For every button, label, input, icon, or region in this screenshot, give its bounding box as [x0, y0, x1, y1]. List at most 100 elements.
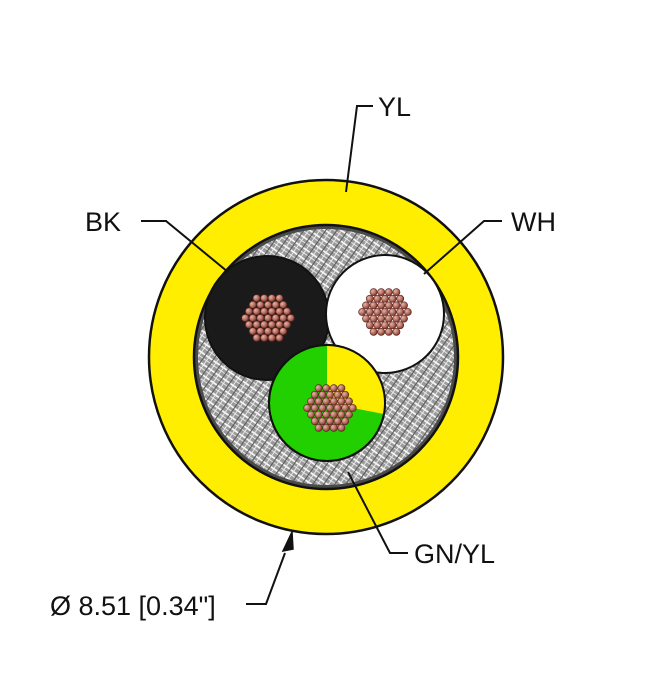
copper-strand — [329, 423, 338, 432]
copper-strand — [248, 314, 257, 322]
copper-strand — [396, 321, 405, 330]
copper-strand — [279, 314, 288, 322]
label-gnyl: GN/YL — [414, 539, 495, 569]
copper-strand — [369, 314, 378, 323]
copper-strand — [388, 321, 397, 330]
copper-strand — [275, 294, 284, 303]
copper-strand — [358, 308, 367, 316]
copper-strand — [369, 301, 378, 310]
copper-strand — [381, 294, 389, 303]
copper-strand — [283, 307, 291, 316]
copper-strand — [271, 327, 280, 336]
copper-strand — [307, 410, 315, 419]
label-bk: BK — [85, 207, 121, 237]
copper-strand — [314, 410, 323, 419]
copper-strand — [303, 404, 312, 412]
conductor-black — [204, 255, 330, 381]
copper-strand — [333, 417, 342, 426]
copper-strand — [241, 314, 250, 322]
copper-strand — [396, 308, 405, 316]
copper-strand — [310, 390, 319, 399]
copper-strand — [279, 327, 288, 336]
copper-strand — [271, 300, 280, 309]
conductor-ground — [268, 344, 386, 462]
copper-strand — [322, 423, 331, 432]
copper-strand — [326, 417, 334, 426]
copper-strand — [271, 314, 280, 322]
copper-strand — [326, 390, 334, 399]
copper-strand — [318, 390, 327, 399]
copper-strand — [365, 321, 374, 330]
copper-strand — [392, 288, 401, 297]
copper-strand — [307, 397, 315, 406]
copper-strand — [260, 333, 269, 342]
leader-lines — [141, 105, 502, 605]
copper-strand — [377, 314, 386, 323]
copper-strand — [388, 294, 397, 303]
copper-strand — [369, 288, 378, 297]
leader-bk — [141, 220, 229, 273]
copper-strand — [256, 300, 265, 309]
copper-strand-bundle-icon — [358, 288, 412, 336]
copper-strand — [381, 308, 389, 316]
copper-strand — [329, 410, 338, 419]
copper-strand — [384, 327, 393, 336]
copper-strand — [252, 294, 261, 303]
copper-strand — [260, 307, 269, 316]
copper-strand — [348, 404, 357, 412]
yellow-stripe — [327, 345, 385, 414]
copper-strand — [256, 314, 265, 322]
copper-strand — [369, 327, 378, 336]
leader-wh — [423, 220, 502, 275]
arrow-head — [281, 531, 294, 553]
leader-yl — [345, 105, 373, 193]
copper-strand — [341, 417, 350, 426]
copper-strand — [286, 314, 295, 322]
leader-gnyl — [347, 471, 408, 554]
copper-strand — [333, 390, 342, 399]
copper-strand — [310, 404, 319, 412]
copper-strand — [248, 300, 257, 309]
copper-strand — [264, 300, 272, 309]
copper-strand — [326, 404, 334, 412]
copper-strand — [341, 404, 350, 412]
copper-strand — [377, 288, 386, 297]
copper-strand — [345, 410, 353, 419]
copper-strand — [314, 397, 323, 406]
copper-strand — [337, 423, 346, 432]
conductor-white — [325, 254, 445, 374]
copper-strand — [337, 410, 346, 419]
copper-strand — [264, 314, 272, 322]
copper-strand — [392, 314, 401, 323]
copper-strand — [322, 410, 331, 419]
copper-strand-bundle-icon — [241, 294, 295, 342]
copper-strand — [341, 390, 350, 399]
copper-strand — [260, 320, 269, 329]
copper-strand — [365, 294, 374, 303]
copper-strand — [373, 294, 382, 303]
copper-strand — [384, 288, 393, 297]
copper-strand — [256, 327, 265, 336]
copper-strand — [248, 327, 257, 336]
copper-strand — [388, 308, 397, 316]
copper-strand — [322, 397, 331, 406]
copper-strand — [384, 301, 393, 310]
copper-strand — [365, 308, 374, 316]
copper-strand — [384, 314, 393, 323]
copper-strand — [392, 301, 401, 310]
copper-strand — [252, 320, 261, 329]
leader-diameter — [246, 552, 286, 605]
copper-strand — [314, 423, 323, 432]
copper-strand — [245, 307, 253, 316]
copper-strand — [314, 384, 323, 393]
copper-strand — [333, 404, 342, 412]
copper-strand — [345, 397, 353, 406]
copper-strand — [337, 397, 346, 406]
copper-strand — [403, 308, 412, 316]
copper-strand — [381, 321, 389, 330]
copper-strand — [283, 320, 291, 329]
copper-strand — [362, 301, 370, 310]
copper-strand — [275, 307, 284, 316]
label-yl: YL — [378, 92, 411, 122]
copper-strand — [329, 397, 338, 406]
